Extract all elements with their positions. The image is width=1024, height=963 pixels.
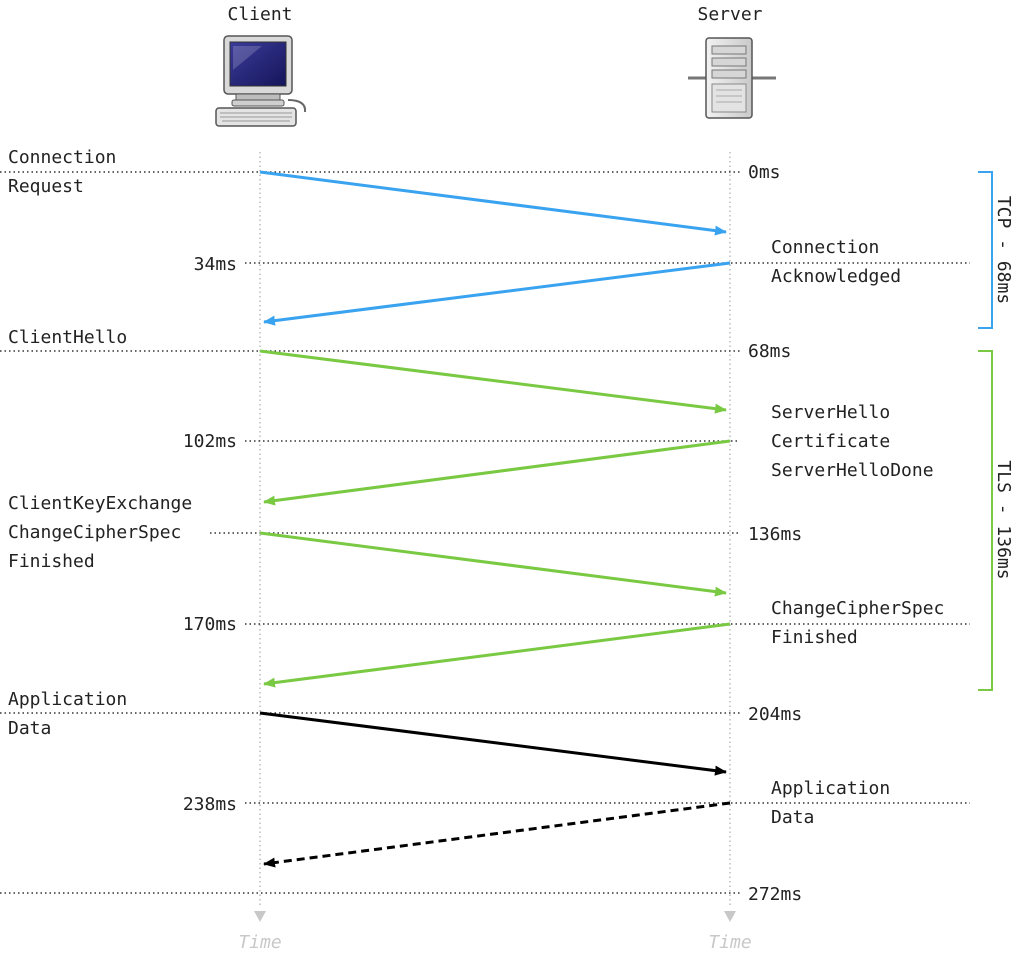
server-time-136ms: 136ms [748, 524, 802, 545]
client-label-connection-request-1: Connection [8, 147, 116, 168]
arrow-connection-request [259, 170, 727, 236]
client-time-arrow-icon [254, 911, 266, 922]
client-label-client-key-exchange: ClientKeyExchange [8, 493, 192, 514]
server-label-server-hello: ServerHello [771, 402, 890, 423]
server-time-68ms: 68ms [748, 341, 791, 362]
client-label-change-cipher-spec: ChangeCipherSpec [8, 522, 181, 543]
arrow-connection-acknowledged [263, 261, 731, 326]
server-label-server-hello-done: ServerHelloDone [771, 460, 934, 481]
client-label-application-data-1: Application [8, 689, 127, 710]
client-time-238ms: 238ms [183, 794, 237, 815]
desktop-computer-icon [215, 35, 307, 127]
server-label-connection-acknowledged-2: Acknowledged [771, 266, 901, 287]
client-label-client-hello: ClientHello [8, 327, 127, 348]
arrow-server-hello [263, 439, 731, 506]
client-label-application-data-2: Data [8, 718, 51, 739]
client-label-connection-request-2: Request [8, 176, 84, 197]
server-label-connection-acknowledged-1: Connection [771, 237, 879, 258]
client-time-34ms: 34ms [194, 254, 237, 275]
arrow-client-key-exchange [259, 531, 727, 597]
server-time-204ms: 204ms [748, 704, 802, 725]
client-time-170ms: 170ms [183, 614, 237, 635]
server-label-certificate: Certificate [771, 431, 890, 452]
tls-bracket [978, 350, 993, 691]
server-time-0ms: 0ms [748, 162, 781, 183]
arrow-server-change-cipher-spec [263, 622, 731, 688]
server-time-272ms: 272ms [748, 884, 802, 905]
server-label-application-data-2: Data [771, 807, 814, 828]
server-label-finished: Finished [771, 627, 858, 648]
client-title: Client [227, 4, 292, 25]
arrow-client-application-data [259, 711, 727, 776]
client-time-label: Time [238, 932, 281, 953]
server-label-application-data-1: Application [771, 778, 890, 799]
client-label-finished: Finished [8, 551, 95, 572]
server-time-label: Time [708, 932, 751, 953]
arrow-client-hello [259, 349, 727, 414]
tcp-bracket-label: TCP - 68ms [993, 196, 1014, 304]
arrow-server-application-data [263, 801, 731, 868]
server-title: Server [697, 4, 762, 25]
client-time-102ms: 102ms [183, 431, 237, 452]
tls-bracket-label: TLS - 136ms [993, 460, 1014, 579]
server-tower-icon [688, 37, 776, 119]
server-label-change-cipher-spec: ChangeCipherSpec [771, 598, 944, 619]
timing-lines [0, 171, 970, 894]
tcp-bracket [978, 171, 993, 329]
server-time-arrow-icon [724, 911, 736, 922]
